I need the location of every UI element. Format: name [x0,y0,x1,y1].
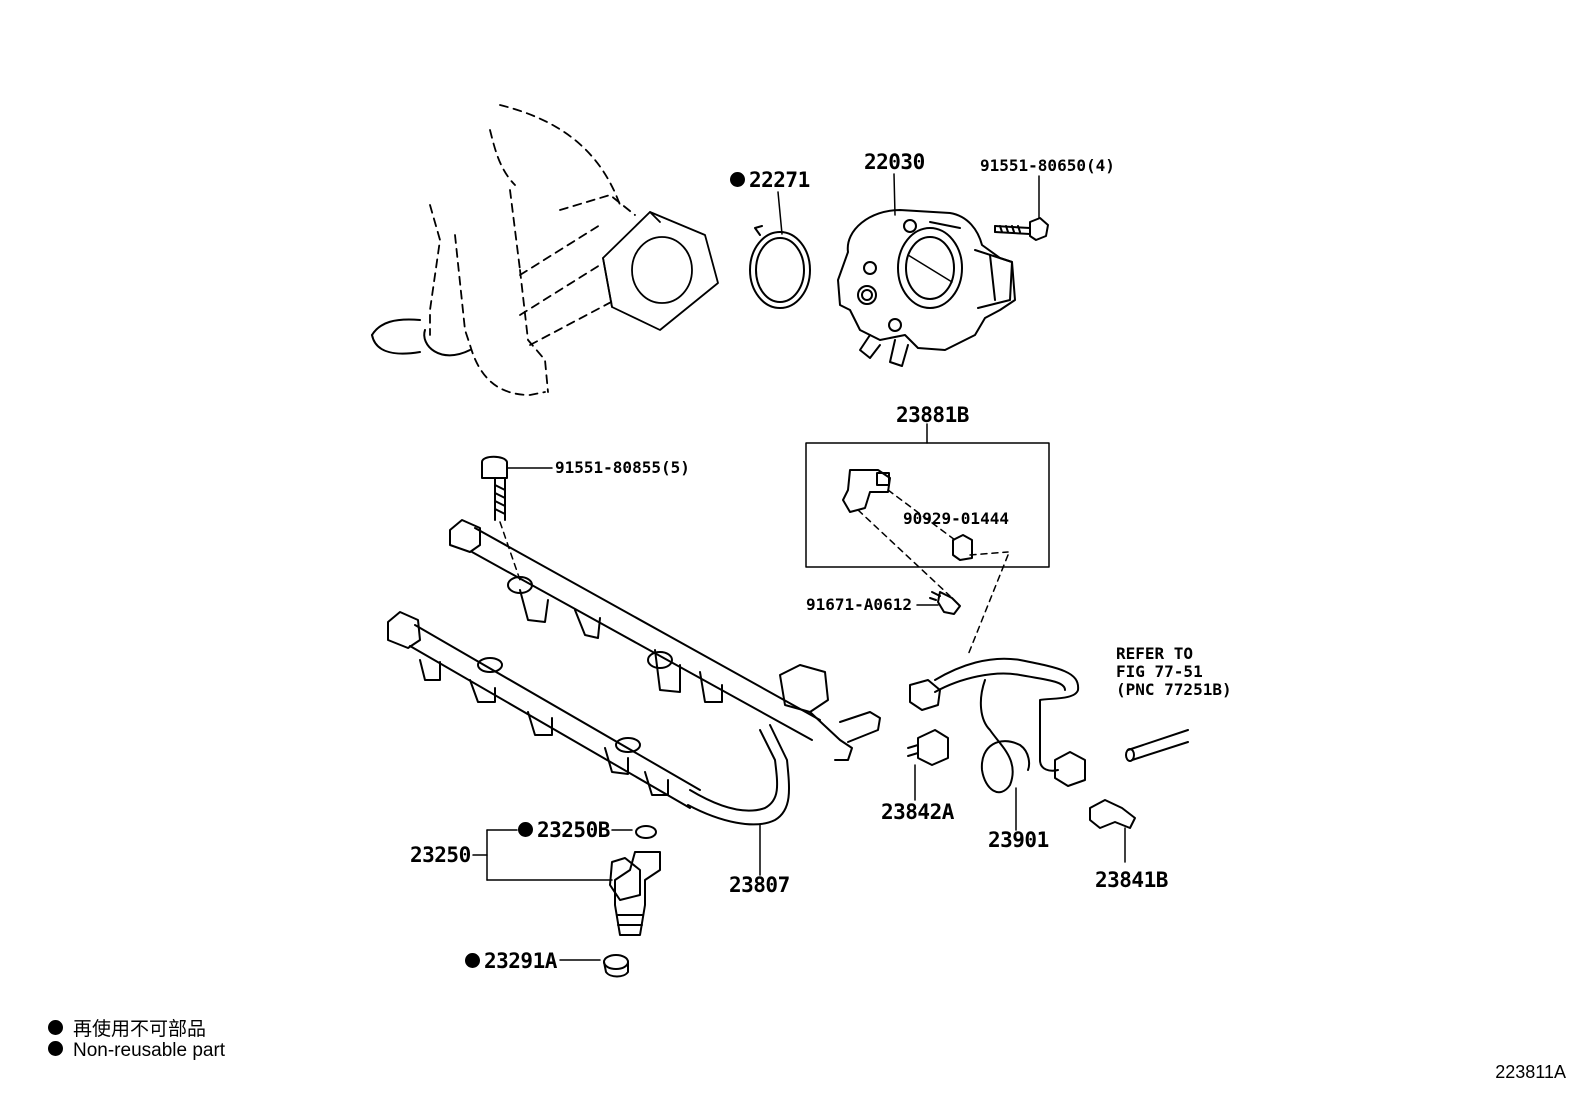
intake-manifold-body [371,318,471,357]
throttle-body-22030 [837,209,1016,367]
fuel-tube-23807 [687,724,790,826]
figure-number: 223811A [1495,1062,1566,1082]
fuel-hose-23901 [909,657,1086,794]
label-90929-01444: 90929-01444 [903,509,1009,528]
clamp-90929-01444 [952,534,973,561]
label-22271: 22271 [730,170,810,191]
oring-23250B [635,825,657,839]
clamp-23842A [907,729,949,766]
legend-english: Non-reusable part [48,1040,225,1062]
bracket-23881B-part [842,469,891,513]
fuel-rail-upper [449,519,881,761]
fuel-rail-lower [387,611,701,809]
label-23881B: 23881B [896,403,969,427]
seal-23291A [603,954,629,978]
label-23842A: 23842A [881,800,954,824]
label-23291A: 23291A [465,951,557,972]
legend-dot-icon [48,1041,63,1057]
label-23807: 23807 [729,873,790,897]
non-reusable-dot-icon [518,821,533,837]
label-23901: 23901 [988,828,1049,852]
bolt-91551-80650 [994,217,1049,241]
gasket-22271 [749,225,811,309]
reference-tube [1125,729,1189,762]
intake-manifold-outline [429,104,636,396]
bracket-box-23881B [805,442,1050,568]
label-23250B: 23250B [518,820,610,841]
non-reusable-dot-icon [730,171,745,187]
label-91551-80855: 91551-80855(5) [555,458,690,477]
label-22030: 22030 [864,150,925,174]
refer-line-3: (PNC 77251B) [1116,680,1232,699]
bolt-91671-A0612 [929,591,961,615]
refer-line-2: FIG 77-51 [1116,662,1203,681]
refer-note: REFER TO FIG 77-51 (PNC 77251B) [1116,645,1232,699]
bolt-91551-80855 [481,455,508,521]
label-91671-A0612: 91671-A0612 [806,595,912,614]
refer-line-1: REFER TO [1116,644,1194,663]
legend-japanese: 再使用不可部品 [48,1014,206,1041]
injector-23250 [609,851,661,936]
label-91551-80650: 91551-80650(4) [980,156,1115,175]
non-reusable-dot-icon [465,952,480,968]
label-23841B: 23841B [1095,868,1168,892]
clamp-23841B [1089,799,1136,829]
legend-dot-icon [48,1020,63,1036]
manifold-flange [602,211,719,331]
injector-callout-lines [472,829,633,961]
label-23250: 23250 [410,843,471,867]
